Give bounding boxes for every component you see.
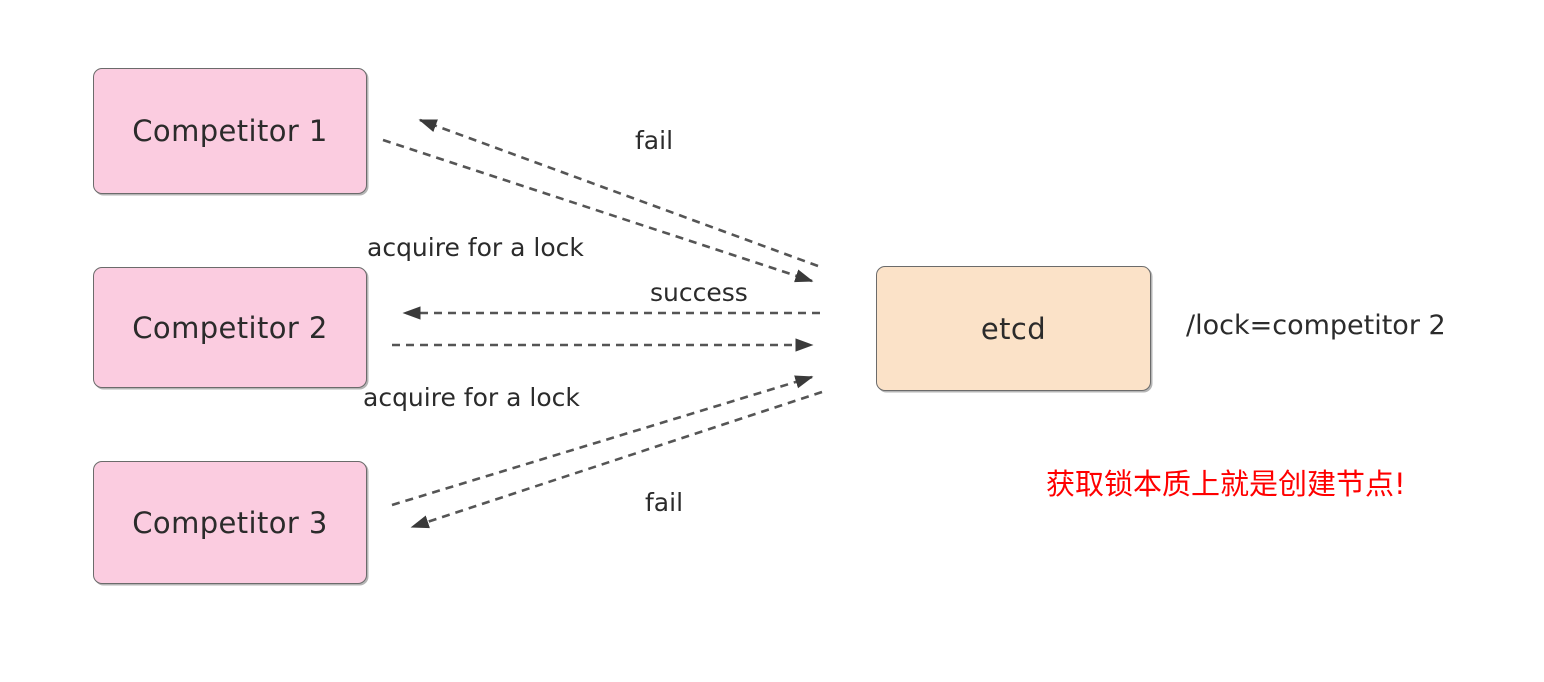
edge-c3-request-line <box>391 375 814 507</box>
node-competitor-1[interactable]: Competitor 1 <box>93 68 367 194</box>
node-competitor-2-label: Competitor 2 <box>132 310 328 345</box>
node-competitor-1-label: Competitor 1 <box>132 114 328 148</box>
node-competitor-2[interactable]: Competitor 2 <box>93 267 367 388</box>
edge-label-fail-bottom: fail <box>645 488 684 517</box>
edge-c3-response-line <box>410 390 823 529</box>
annotation-lock-key: /lock=competitor 2 <box>1186 310 1446 341</box>
edge-label-acquire-top: acquire for a lock <box>367 233 584 262</box>
node-etcd-label: etcd <box>980 311 1047 346</box>
edge-c1-response-line <box>418 118 819 268</box>
node-etcd[interactable]: etcd <box>876 266 1151 391</box>
edge-label-acquire-bottom: acquire for a lock <box>363 383 580 412</box>
node-competitor-3-label: Competitor 3 <box>132 505 328 540</box>
edge-label-fail-top: fail <box>635 126 674 155</box>
annotation-note-chinese: 获取锁本质上就是创建节点! <box>1046 467 1406 501</box>
edge-label-success: success <box>650 278 748 307</box>
edge-c1-request-line <box>382 138 814 283</box>
node-competitor-3[interactable]: Competitor 3 <box>93 461 367 584</box>
